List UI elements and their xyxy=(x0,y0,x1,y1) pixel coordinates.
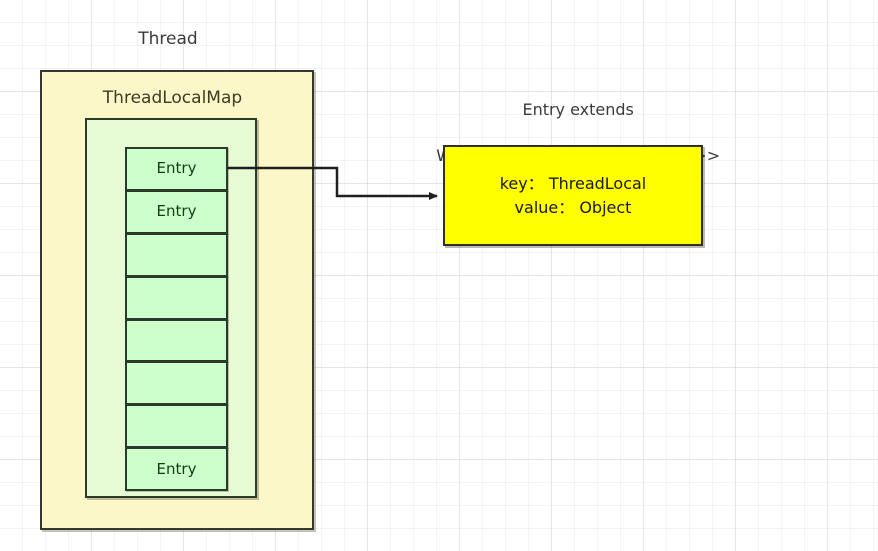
entry-cell[interactable]: Entry xyxy=(125,447,228,491)
entry-key-line: key： ThreadLocal xyxy=(499,173,647,193)
entry-cell-label: Entry xyxy=(156,202,197,221)
thread-label: Thread xyxy=(138,29,198,49)
entry-extends-line1: Entry extends xyxy=(522,100,634,119)
threadlocalmap-label: ThreadLocalMap xyxy=(102,88,243,108)
entry-cell[interactable] xyxy=(125,361,228,406)
entry-cell[interactable]: Entry xyxy=(125,147,228,191)
entry-cell[interactable]: Entry xyxy=(125,189,228,234)
entry-detail-box[interactable]: key： ThreadLocal value： Object xyxy=(443,145,703,246)
entry-cell-label: Entry xyxy=(156,159,197,178)
entry-cell[interactable] xyxy=(125,404,228,449)
entry-table: Entry Entry Entry xyxy=(125,147,228,491)
entry-cell[interactable] xyxy=(125,318,228,363)
entry-cell-label: Entry xyxy=(156,459,197,478)
entry-cell[interactable] xyxy=(125,275,228,320)
entry-cell[interactable] xyxy=(125,232,228,277)
entry-value-line: value： Object xyxy=(514,197,632,217)
